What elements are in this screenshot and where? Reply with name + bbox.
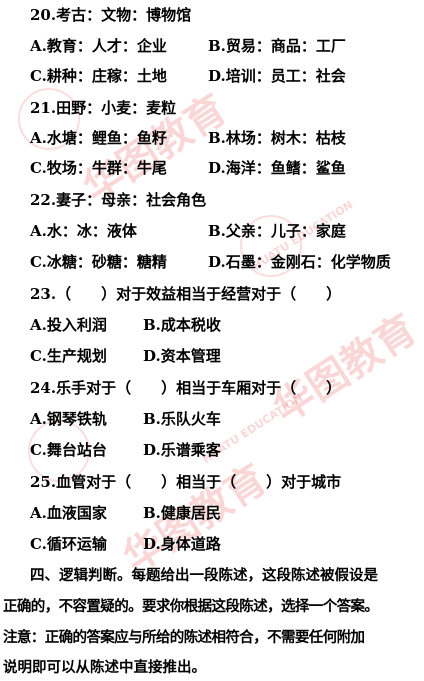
question-stem: 22.妻子：母亲：社会角色	[30, 191, 207, 209]
option: C.生产规划	[30, 347, 107, 365]
option: B.贸易：商品：工厂	[208, 37, 346, 55]
option: C.舞台站台	[30, 441, 107, 459]
option: B.成本税收	[143, 316, 221, 334]
option: D.身体道路	[143, 535, 221, 553]
option: D.资本管理	[143, 347, 221, 365]
option: C.冰糖：砂糖：糖精	[30, 253, 167, 271]
option: B.林场：树木：枯枝	[208, 129, 346, 147]
question-stem: 24.乐手对于（ ）相当于车厢对于（ ）	[30, 379, 342, 397]
section-paragraph-line: 注意：正确的答案应与所给的陈述相符合，不需要任何附加	[3, 629, 365, 646]
option: A.钢琴铁轨	[30, 410, 107, 428]
question-stem: 25.血管对于（ ）相当于（ ）对于城市	[30, 473, 342, 491]
option: A.投入利润	[30, 316, 107, 334]
section-paragraph-line: 四、逻辑判断。每题给出一段陈述，这段陈述被假设是	[30, 567, 378, 584]
question-stem: 21.田野：小麦：麦粒	[30, 99, 177, 117]
option: D.海洋：鱼鳍：鲨鱼	[208, 159, 346, 177]
option: D.乐谱乘客	[143, 441, 221, 459]
option: A.教育：人才：企业	[30, 37, 167, 55]
option: D.石墨：金刚石：化学物质	[208, 253, 391, 271]
option: A.血液国家	[30, 504, 107, 522]
section-paragraph-line: 正确的，不容置疑的。要求你根据这段陈述，选择一个答案。	[3, 598, 379, 615]
option: A.水：冰：液体	[30, 222, 137, 240]
question-stem: 23.（ ）对于效益相当于经营对于（ ）	[30, 285, 342, 303]
section-paragraph-line: 说明即可以从陈述中直接推出。	[3, 659, 206, 676]
watermark-brand: 华图教育	[265, 306, 424, 432]
option: C.牧场：牛群：牛尾	[30, 159, 167, 177]
option: D.培训：员工：社会	[208, 67, 346, 85]
option: B.父亲：儿子：家庭	[208, 222, 346, 240]
option: A.水塘：鲤鱼：鱼籽	[30, 129, 167, 147]
option: C.循环运输	[30, 535, 107, 553]
option: B.乐队火车	[143, 410, 221, 428]
option: C.耕种：庄稼：土地	[30, 67, 167, 85]
option: B.健康居民	[143, 504, 221, 522]
question-stem: 20.考古：文物：博物馆	[30, 6, 192, 24]
